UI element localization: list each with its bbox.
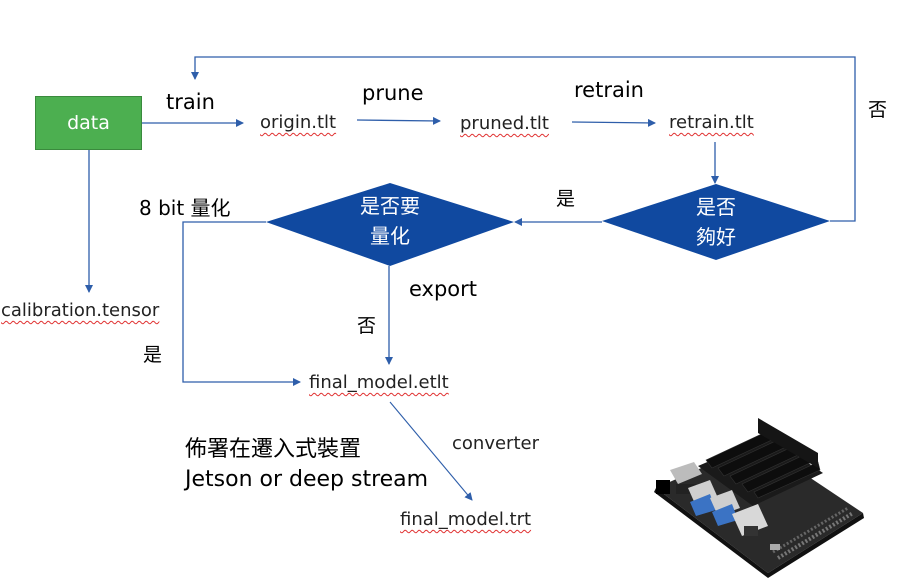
export-label: export — [409, 277, 478, 301]
retrain-tlt-node: retrain.tlt — [669, 112, 754, 133]
quantize-no-label: 否 — [357, 315, 377, 337]
final-model-trt-node: final_model.trt — [400, 509, 532, 530]
arrow-loop-back-to-train — [191, 56, 856, 222]
good-yes-label: 是 — [556, 188, 576, 210]
arrow-quantize-yes-to-etlt — [182, 221, 301, 386]
pruned-tlt-node: pruned.tlt — [460, 113, 549, 134]
quantize-yes-label: 是 — [143, 344, 163, 366]
arrow-etlt-to-trt — [389, 401, 473, 501]
decision-good-enough-line2: 夠好 — [696, 225, 736, 249]
deploy-note: 佈署在遷入式裝置 Jetson or deep stream — [185, 435, 428, 495]
retrain-label: retrain — [574, 78, 644, 102]
final-model-etlt-node: final_model.etlt — [309, 372, 449, 393]
jetson-board-image — [654, 418, 864, 578]
arrow-origin-to-pruned — [356, 116, 441, 125]
prune-label: prune — [362, 81, 424, 105]
decision-good-enough: 是否 夠好 — [666, 192, 766, 252]
decision-good-enough-line1: 是否 — [696, 195, 736, 219]
calibration-tensor-node: calibration.tensor — [1, 300, 160, 321]
decision-good-enough-shape — [602, 184, 830, 260]
deploy-note-line1: 佈署在遷入式裝置 — [185, 437, 362, 462]
converter-label: converter — [452, 433, 539, 454]
decision-quantize: 是否要 量化 — [340, 191, 440, 251]
quantize-8bit-label: 8 bit 量化 — [139, 196, 231, 220]
data-node-label: data — [67, 112, 110, 134]
train-label: train — [166, 90, 215, 114]
loop-no-label: 否 — [868, 99, 888, 121]
decision-quantize-line2: 量化 — [370, 224, 410, 248]
data-node: data — [35, 96, 142, 150]
origin-tlt-node: origin.tlt — [260, 112, 337, 133]
deploy-note-line2: Jetson or deep stream — [185, 467, 429, 492]
decision-quantize-line1: 是否要 — [360, 194, 420, 218]
arrow-pruned-to-retrain — [571, 118, 656, 127]
decision-quantize-shape — [266, 183, 514, 266]
